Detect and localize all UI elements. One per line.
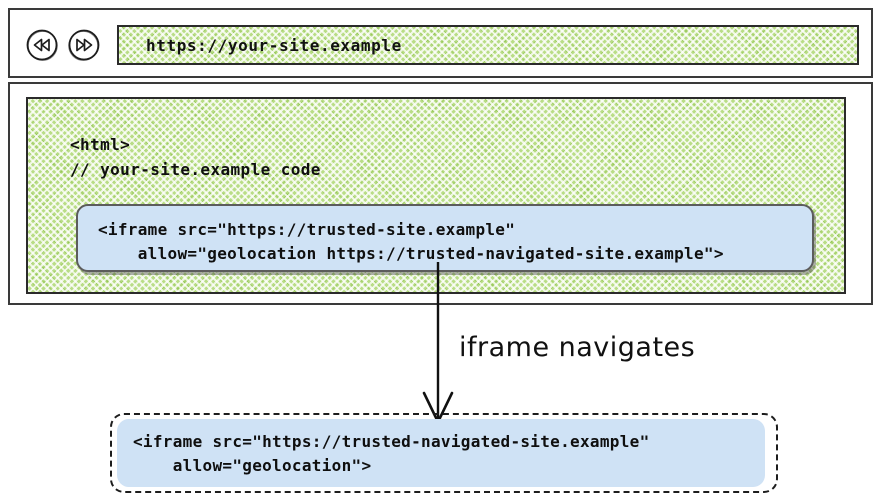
back-button[interactable] xyxy=(22,25,62,65)
arrow-annotation-label: iframe navigates xyxy=(459,332,696,363)
browser-window: https://your-site.example <html> // your… xyxy=(8,8,873,305)
forward-button[interactable] xyxy=(64,25,104,65)
iframe-before-code: <iframe src="https://trusted-site.exampl… xyxy=(98,220,724,263)
browser-viewport: <html> // your-site.example code <iframe… xyxy=(8,82,873,305)
rewind-circle-icon xyxy=(26,29,58,61)
iframe-after-code: <iframe src="https://trusted-navigated-s… xyxy=(133,432,650,475)
iframe-after-dashed-border xyxy=(110,413,778,493)
navigation-buttons xyxy=(22,24,110,66)
fast-forward-circle-icon xyxy=(68,29,100,61)
browser-toolbar: https://your-site.example xyxy=(8,8,873,78)
iframe-before-box: <iframe src="https://trusted-site.exampl… xyxy=(76,204,814,272)
page-source-code: <html> // your-site.example code xyxy=(70,135,321,179)
iframe-after-box: <iframe src="https://trusted-navigated-s… xyxy=(117,419,765,487)
url-bar[interactable]: https://your-site.example xyxy=(117,25,859,65)
url-text: https://your-site.example xyxy=(146,35,402,55)
page-content-area: <html> // your-site.example code <iframe… xyxy=(26,97,846,294)
iframe-after-wrapper: <iframe src="https://trusted-navigated-s… xyxy=(110,413,778,493)
